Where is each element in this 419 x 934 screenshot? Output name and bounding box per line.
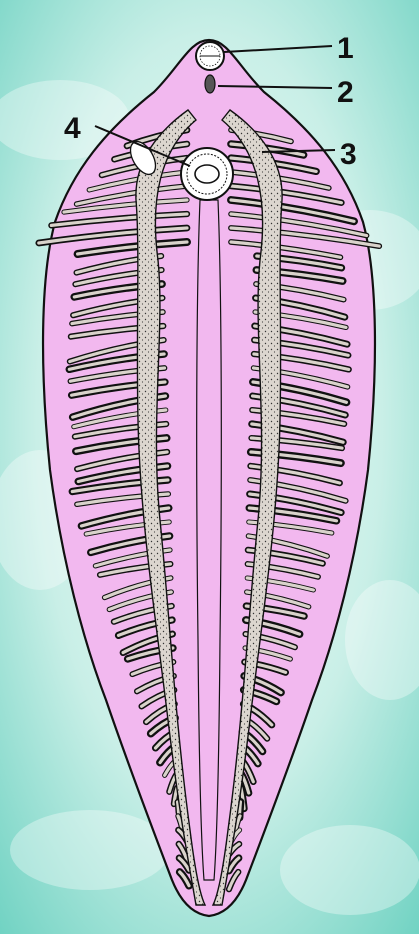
label-4: 4: [64, 112, 81, 145]
branch-fill: [178, 802, 179, 813]
ventral-sucker: [181, 148, 233, 200]
label-3: 3: [340, 138, 357, 171]
central-strip: [197, 200, 222, 880]
label-1: 1: [337, 32, 354, 65]
label-2: 2: [337, 76, 354, 109]
oral-sucker: [196, 42, 224, 70]
pharynx: [205, 75, 215, 93]
